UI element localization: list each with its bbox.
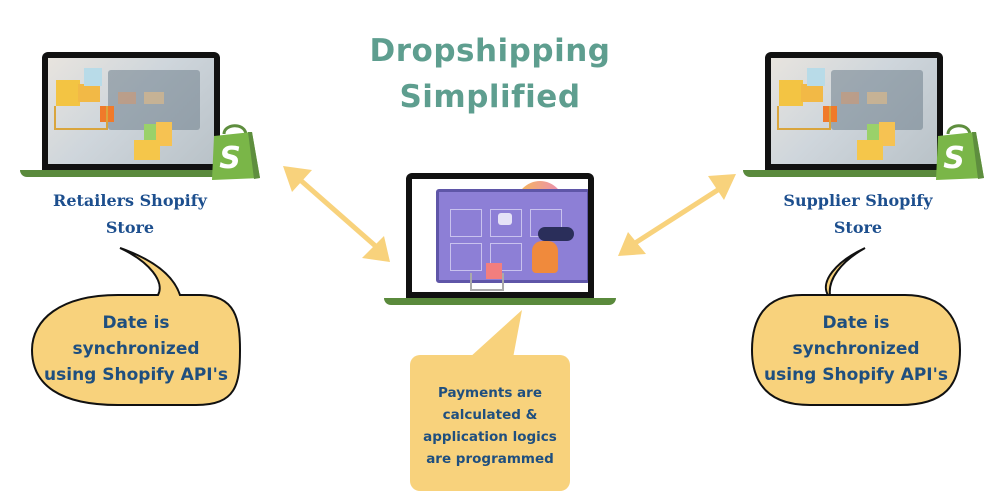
retailer-laptop-screen xyxy=(42,52,220,170)
shopping-cart-photo xyxy=(48,58,214,164)
supplier-laptop-base xyxy=(743,170,965,177)
retailer-bubble-line-2: synchronized xyxy=(72,339,200,359)
platform-note-box xyxy=(410,355,570,491)
supplier-label-line-2: Store xyxy=(833,218,883,237)
platform-laptop-screen xyxy=(406,173,594,298)
supplier-store-label: Supplier Shopify Store xyxy=(758,187,958,241)
retailer-label-line-2: Store xyxy=(105,218,155,237)
supplier-laptop-screen xyxy=(765,52,943,170)
retailer-laptop-base xyxy=(20,170,242,177)
retailer-label-line-1: Retailers Shopify xyxy=(53,191,207,210)
note-line-3: application logics xyxy=(423,429,557,445)
shopify-bag-icon: S xyxy=(936,124,984,180)
supplier-bubble-line-3: using Shopify API's xyxy=(764,365,948,385)
note-line-4: are programmed xyxy=(426,451,554,467)
supplier-bubble-line-1: Date is xyxy=(822,313,890,333)
svg-text:S: S xyxy=(219,141,241,176)
supplier-label-line-1: Supplier Shopify xyxy=(783,191,933,210)
platform-note-text: Payments are calculated & application lo… xyxy=(410,382,570,470)
shopify-bag-icon: S xyxy=(212,124,260,180)
note-line-1: Payments are xyxy=(438,385,542,401)
retailer-store-label: Retailers Shopify Store xyxy=(30,187,230,241)
title-line-2: Simplified xyxy=(399,79,581,115)
retailer-bubble-line-3: using Shopify API's xyxy=(44,365,228,385)
platform-laptop-base xyxy=(384,298,616,305)
online-shop-illustration xyxy=(412,179,588,292)
supplier-bubble-line-2: synchronized xyxy=(792,339,920,359)
svg-text:S: S xyxy=(943,141,965,176)
diagram-title: Dropshipping Simplified xyxy=(340,28,640,120)
retailer-bubble-text: Date is synchronized using Shopify API's xyxy=(32,310,240,388)
title-line-1: Dropshipping xyxy=(369,33,611,69)
retailer-bubble-line-1: Date is xyxy=(102,313,170,333)
shopping-cart-photo xyxy=(771,58,937,164)
note-line-2: calculated & xyxy=(442,407,538,423)
supplier-bubble-text: Date is synchronized using Shopify API's xyxy=(752,310,960,388)
